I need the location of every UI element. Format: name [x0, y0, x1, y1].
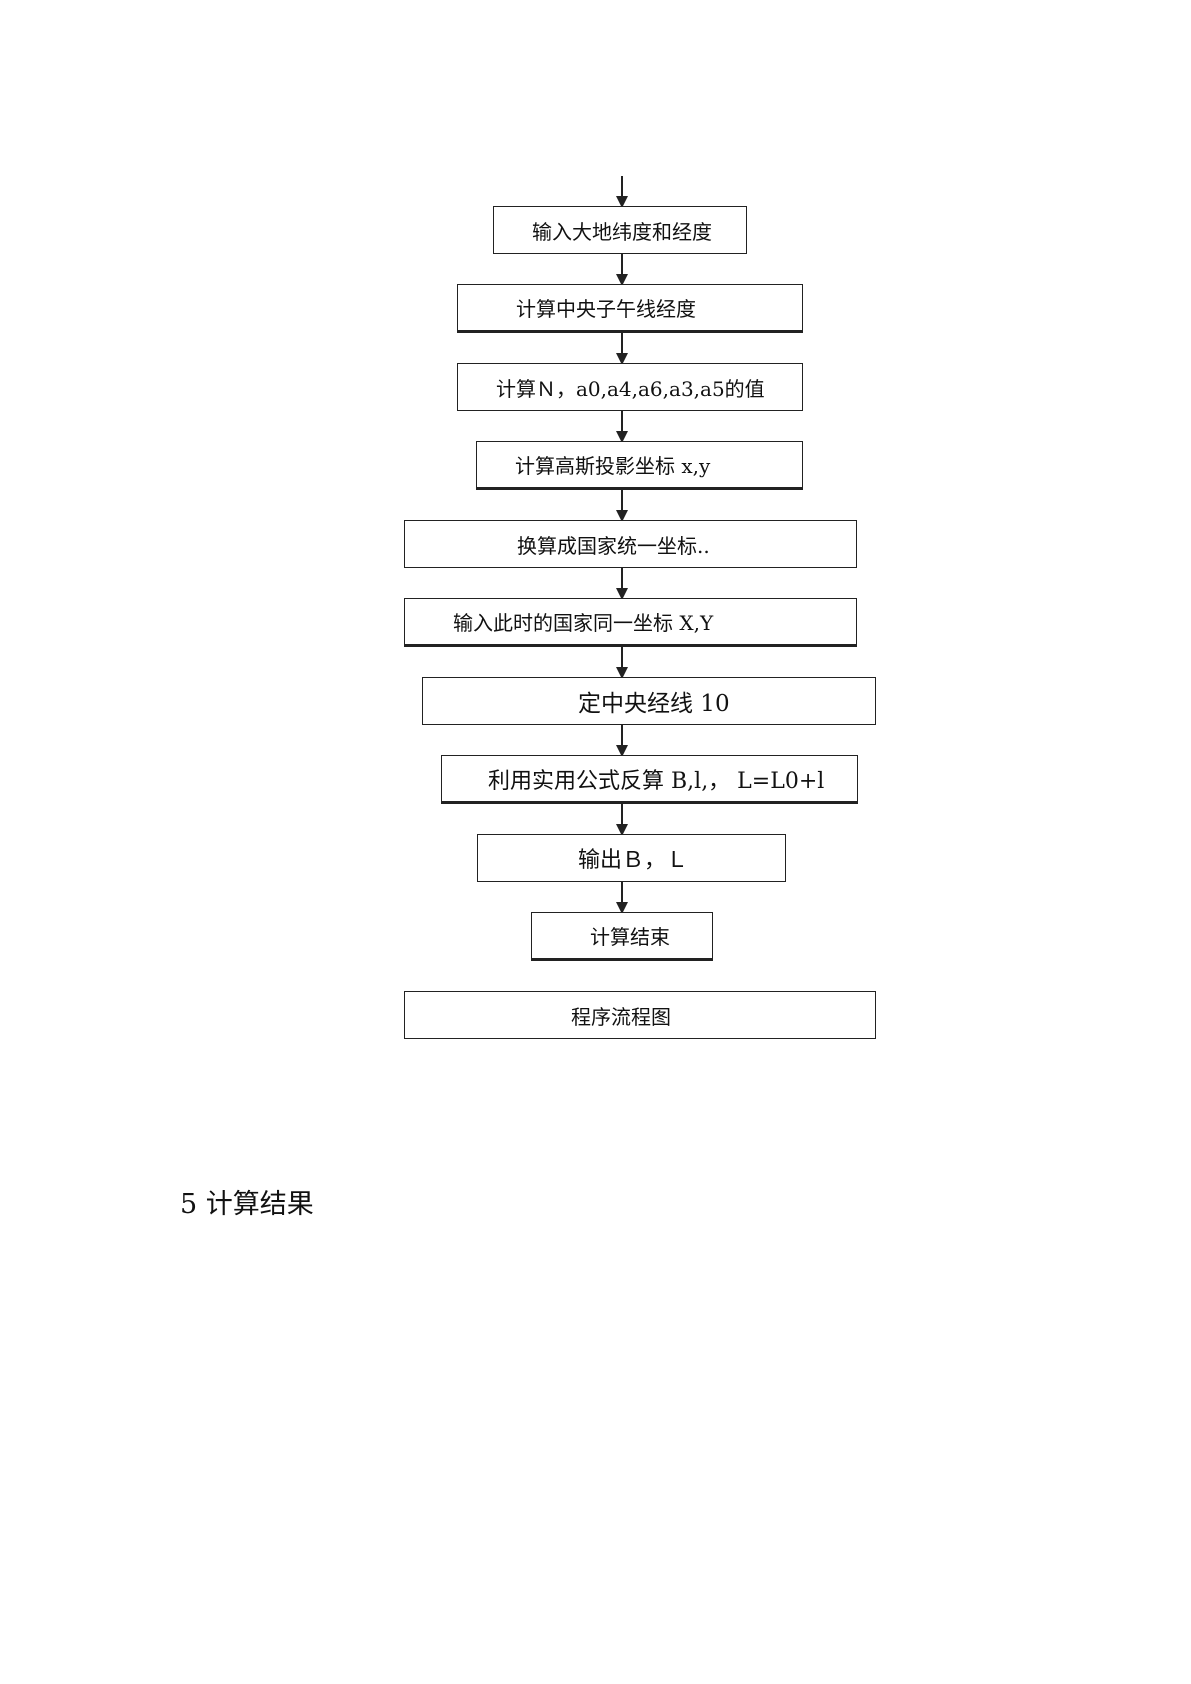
flow-arrow-9 — [616, 882, 628, 914]
flow-step-input-geodetic: 输入大地纬度和经度 — [493, 206, 747, 254]
section-heading: 5 计算结果 — [180, 1189, 314, 1220]
flow-arrow-entry — [616, 176, 628, 208]
flow-step-central-meridian: 计算中央子午线经度 — [457, 284, 803, 331]
flow-arrow-7 — [616, 725, 628, 757]
flow-step-label: 计算Ｎ，a0,a4,a6,a3,a5的值 — [496, 376, 765, 401]
flow-arrow-8 — [616, 804, 628, 836]
flow-step-label: 定中央经线 10 — [578, 691, 730, 717]
flow-step-compute-coefficients: 计算Ｎ，a0,a4,a6,a3,a5的值 — [457, 363, 803, 411]
flow-step-label: 利用实用公式反算 B,l,， L=L0+l — [488, 768, 825, 794]
flow-arrow-2 — [616, 333, 628, 365]
flow-arrow-6 — [616, 647, 628, 679]
flow-step-label: 计算结束 — [590, 925, 670, 949]
flow-step-label: 输出Ｂ，Ｌ — [578, 848, 689, 873]
flow-step-label: 计算中央子午线经度 — [516, 297, 696, 321]
flow-step-fix-central-meridian: 定中央经线 10 — [422, 677, 876, 725]
flow-step-label: 换算成国家统一坐标.. — [517, 533, 710, 558]
flowchart-caption: 程序流程图 — [404, 991, 876, 1039]
flowchart-caption-text: 程序流程图 — [571, 1004, 671, 1029]
flow-step-gauss-projection: 计算高斯投影坐标 x,y — [476, 441, 803, 488]
flow-step-label: 输入大地纬度和经度 — [532, 219, 712, 244]
flow-step-national-coordinates: 换算成国家统一坐标.. — [404, 520, 857, 568]
flow-arrow-3 — [616, 411, 628, 443]
flow-arrow-4 — [616, 490, 628, 522]
flow-arrow-1 — [616, 254, 628, 286]
flow-step-output-bl: 输出Ｂ，Ｌ — [477, 834, 786, 882]
flow-step-end: 计算结束 — [531, 912, 713, 959]
flow-arrow-5 — [616, 568, 628, 600]
flow-step-label: 输入此时的国家同一坐标 X,Y — [453, 611, 714, 635]
flow-step-input-national-xy: 输入此时的国家同一坐标 X,Y — [404, 598, 857, 645]
flow-step-label: 计算高斯投影坐标 x,y — [515, 454, 711, 478]
flow-step-inverse-calculation: 利用实用公式反算 B,l,， L=L0+l — [441, 755, 858, 802]
